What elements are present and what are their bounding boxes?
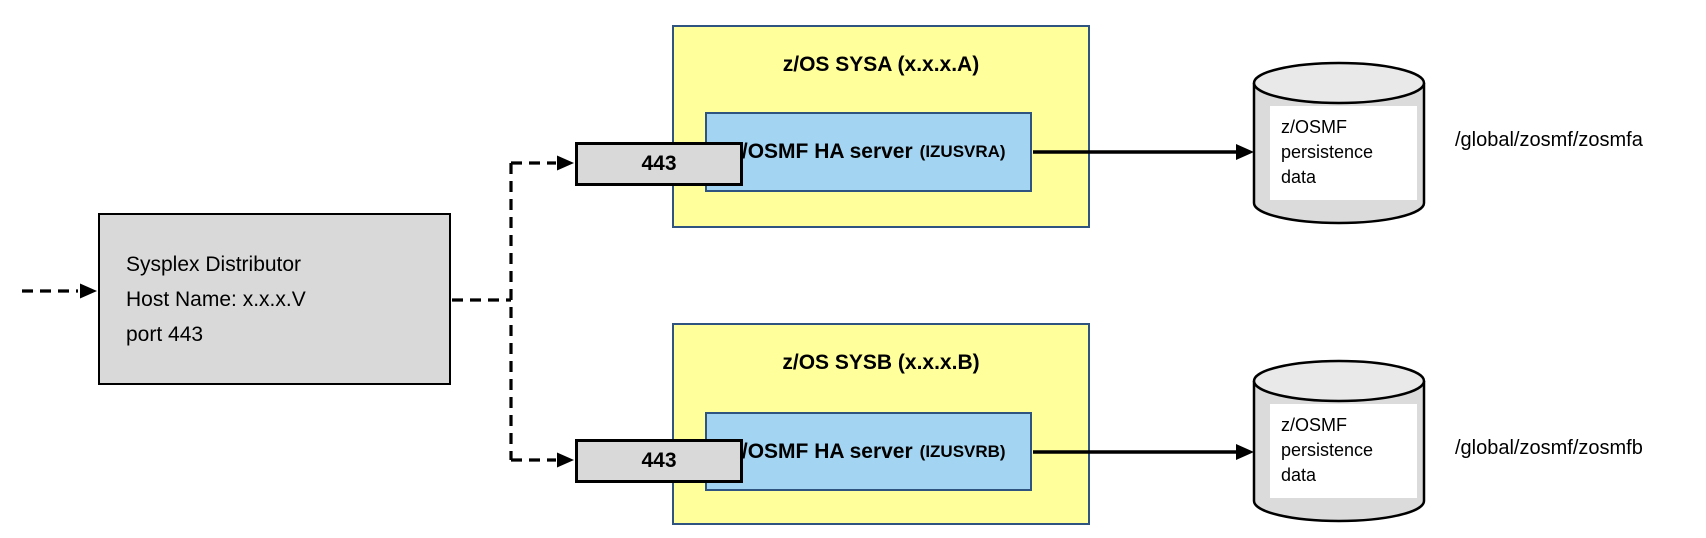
- persistence-data-label-a: z/OSMF persistence data: [1270, 106, 1417, 200]
- server-a-label: z/OSMF HA server: [731, 140, 913, 163]
- store-a-line3: data: [1281, 167, 1317, 187]
- branch-b-arrowhead-icon: [557, 452, 574, 468]
- port-443-box-a: 443: [575, 142, 743, 186]
- distributor-port: port 443: [126, 322, 204, 346]
- mount-path-a: /global/zosmf/zosmfa: [1455, 129, 1643, 151]
- server-a-instance: (IZUSVRA): [919, 142, 1006, 161]
- incoming-arrowhead-icon: [80, 283, 97, 299]
- port-b-label: 443: [641, 449, 677, 472]
- branch-a-arrowhead-icon: [557, 155, 574, 171]
- store-a-line2: persistence: [1281, 142, 1374, 162]
- persistence-data-label-b: z/OSMF persistence data: [1270, 404, 1417, 498]
- sysplex-distributor-box: Sysplex Distributor Host Name: x.x.x.V p…: [98, 213, 451, 385]
- zosmf-ha-server-a-box: z/OSMF HA server (IZUSVRA): [705, 112, 1032, 192]
- server-b-label: z/OSMF HA server: [731, 439, 913, 463]
- store-b-line1: z/OSMF: [1281, 415, 1347, 435]
- store-b-line2: persistence: [1281, 440, 1374, 460]
- store-b-line3: data: [1281, 465, 1317, 485]
- store-a-line1: z/OSMF: [1281, 117, 1347, 137]
- distributor-hostname: Host Name: x.x.x.V: [126, 287, 306, 311]
- distributor-title: Sysplex Distributor: [126, 252, 302, 276]
- zosmf-ha-server-b-box: z/OSMF HA server (IZUSVRB): [705, 412, 1032, 491]
- zos-sysb-title: z/OS SYSB (x.x.x.B): [782, 351, 980, 374]
- mount-path-b: /global/zosmf/zosmfb: [1455, 437, 1643, 459]
- server-b-instance: (IZUSVRB): [919, 441, 1006, 461]
- port-443-box-b: 443: [575, 439, 743, 483]
- port-a-label: 443: [641, 152, 677, 175]
- zos-sysa-title: z/OS SYSA (x.x.x.A): [782, 53, 980, 76]
